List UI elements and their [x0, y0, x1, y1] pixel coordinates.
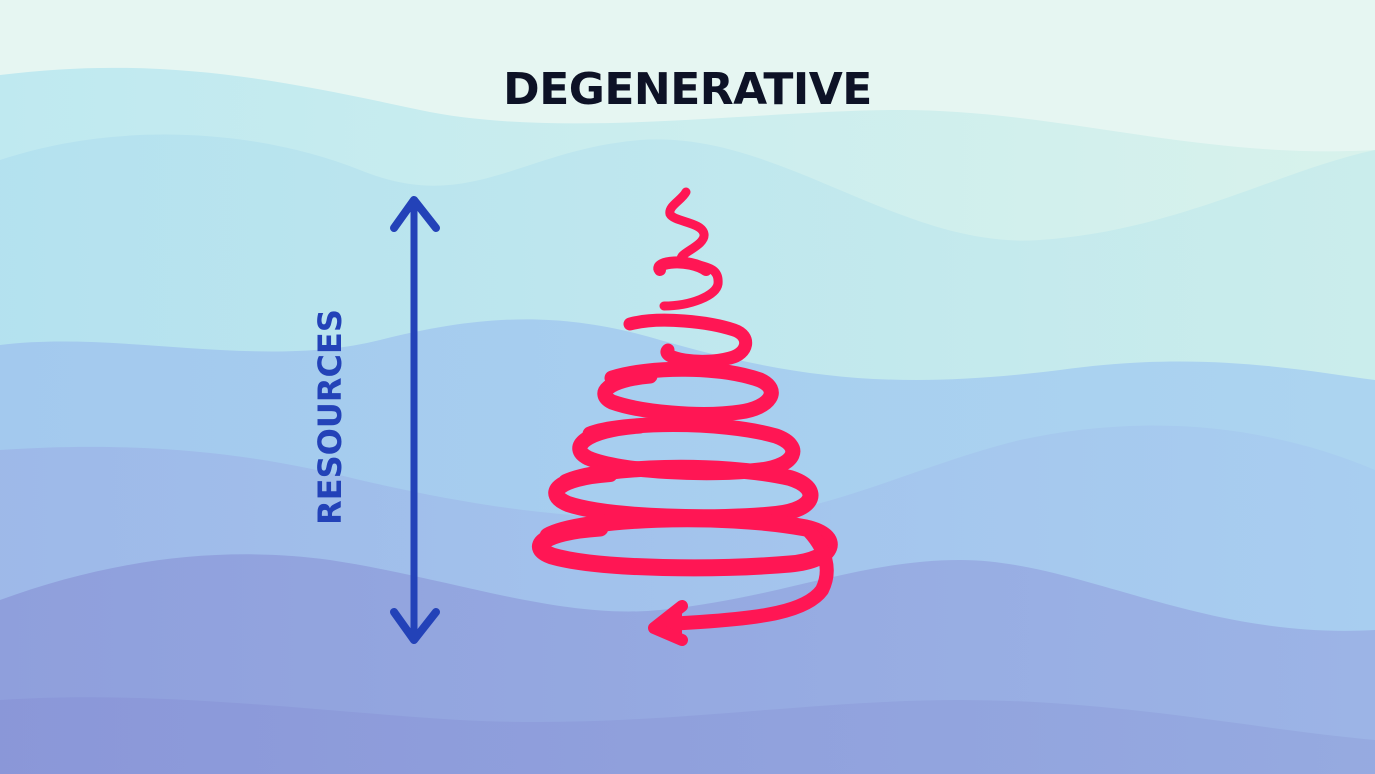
spiral-arrow-icon [540, 192, 829, 640]
axis-label-resources: RESOURCES [312, 309, 348, 525]
double-headed-vertical-arrow-icon [394, 200, 436, 640]
